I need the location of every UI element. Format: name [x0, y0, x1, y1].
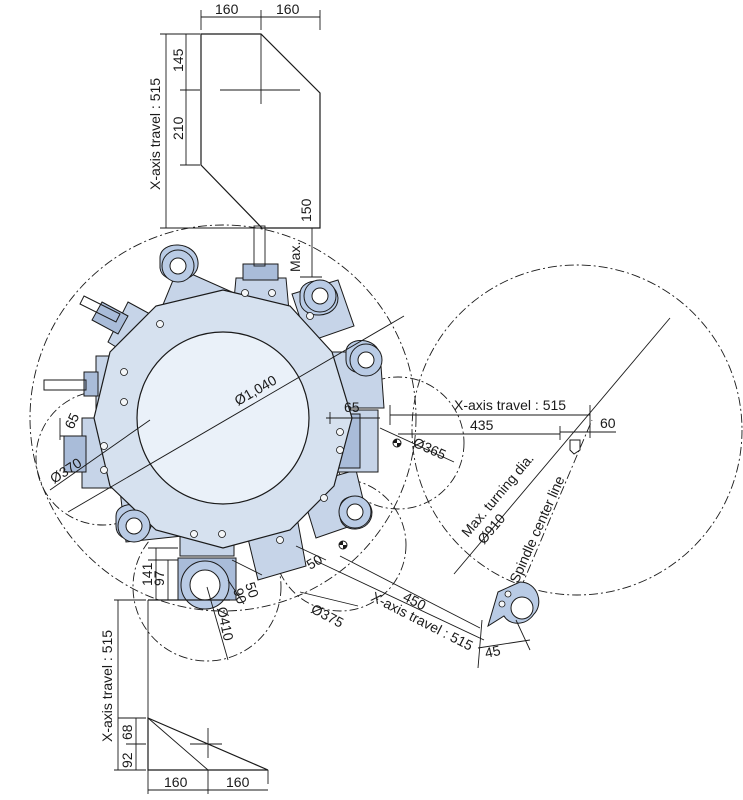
bottom-dia-410-label: Ø410	[214, 605, 237, 642]
right-65-label: 65	[344, 399, 360, 415]
turret-bore	[136, 331, 310, 505]
diag-45-label: 45	[483, 642, 502, 661]
top-width-right-label: 160	[276, 1, 300, 17]
bottom-90-label: 90	[230, 586, 250, 606]
max-150-label: 150	[298, 198, 314, 222]
turret	[43, 225, 402, 610]
bottom-50a-label: 50	[242, 580, 262, 600]
bottom-50b-label: 50	[304, 551, 326, 573]
top-145-label: 145	[170, 48, 186, 72]
dimension-lines	[49, 315, 671, 669]
bottom-tool-block	[114, 599, 269, 794]
spindle-center-label: Spindle center line	[506, 473, 568, 585]
bottom-x-travel-label: X-axis travel : 515	[99, 630, 115, 742]
bottom-97-label: 97	[151, 570, 167, 586]
top-tool-block	[160, 10, 322, 278]
max-turning-circle	[411, 264, 743, 596]
bottom-141-label: 141	[139, 562, 155, 586]
bolts	[100, 289, 344, 544]
right-60-label: 60	[600, 415, 616, 431]
bottom-dia-375-label: Ø375	[309, 601, 347, 631]
right-dia-label: Ø365	[411, 434, 449, 463]
left-65-label: 65	[61, 410, 82, 431]
top-width-left-label: 160	[215, 1, 239, 17]
top-x-travel-label: X-axis travel : 515	[147, 78, 163, 190]
bottom-width-left-label: 160	[164, 774, 188, 790]
right-435-label: 435	[470, 417, 494, 433]
bottom-92-label: 92	[119, 752, 135, 768]
bottom-68-label: 68	[119, 724, 135, 740]
max-label: Max.	[287, 242, 303, 272]
right-x-travel-label: X-axis travel : 515	[454, 397, 566, 413]
turret-swing-circle	[29, 224, 417, 612]
bottom-width-right-label: 160	[226, 774, 250, 790]
protruding-tools	[79, 295, 121, 323]
top-210-label: 210	[170, 116, 186, 140]
